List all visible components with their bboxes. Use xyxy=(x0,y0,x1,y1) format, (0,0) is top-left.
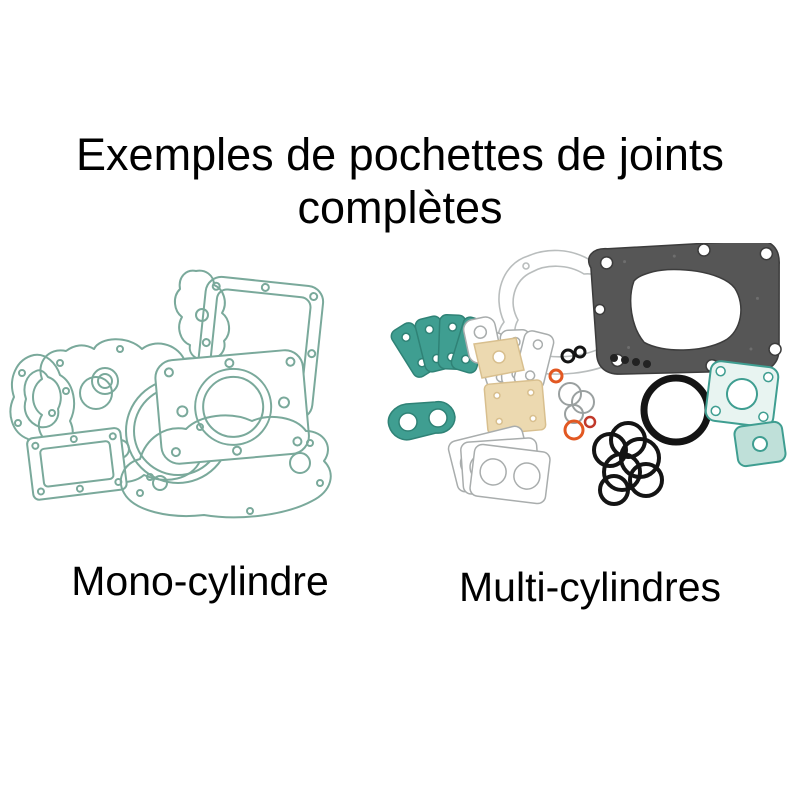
dark-crankcase-gasket xyxy=(587,243,782,375)
small-ring-gasket xyxy=(91,367,119,395)
mono-gasket-lines xyxy=(9,269,332,519)
clutch-cover-gasket xyxy=(119,414,332,519)
multi-cylinder-gasket-illustration xyxy=(387,243,787,506)
grommet-dots xyxy=(610,354,651,368)
teal-gasket-stack xyxy=(390,314,490,378)
large-black-o-ring xyxy=(640,374,712,446)
title-line-2: complètes xyxy=(297,182,503,234)
page-title: Exemples de pochettes de joints complète… xyxy=(0,128,800,234)
mono-cylinder-figure xyxy=(0,262,400,554)
head-gasket xyxy=(154,349,310,465)
teal-small-square-gasket xyxy=(733,420,787,468)
red-o-ring xyxy=(583,415,597,429)
multi-cylinder-figure xyxy=(378,243,798,545)
teal-twin-port-gasket xyxy=(387,400,456,441)
teal-head-gasket-right xyxy=(704,360,780,428)
piston-ring-set xyxy=(558,382,595,424)
mono-cylinder-label: Mono-cylindre xyxy=(71,558,329,604)
tan-intake-gasket xyxy=(473,337,525,379)
reed-valve-gasket xyxy=(26,427,128,501)
top-cover-gasket xyxy=(174,269,230,361)
beige-base-gasket xyxy=(483,379,547,435)
mono-cylinder-gasket-illustration xyxy=(9,269,332,519)
orange-o-rings xyxy=(548,368,585,441)
white-base-gasket-stack xyxy=(447,425,551,505)
multi-cylinder-label: Multi-cylindres xyxy=(459,564,721,610)
title-line-1: Exemples de pochettes de joints xyxy=(76,129,724,180)
